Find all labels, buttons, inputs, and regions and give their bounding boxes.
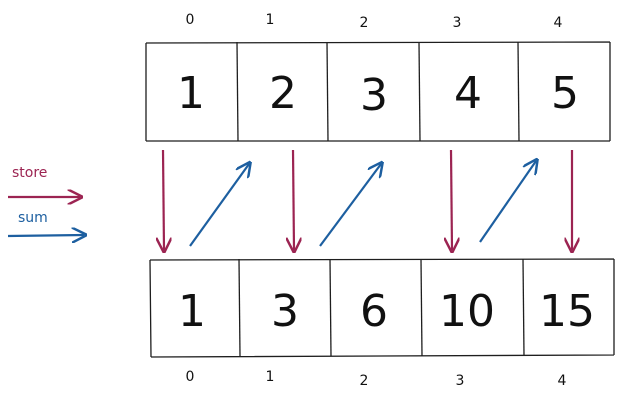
bottom-index-3: 3 <box>456 373 465 389</box>
bottom-cell-3: 10 <box>439 286 495 337</box>
bottom-index-labels: 0 1 2 3 4 <box>186 369 567 389</box>
sum-arrow-0 <box>189 164 249 247</box>
top-index-1: 1 <box>266 12 275 28</box>
legend: store sum <box>7 165 84 236</box>
top-cell-1: 2 <box>269 68 297 119</box>
bottom-cell-1: 3 <box>271 286 299 337</box>
bottom-index-2: 2 <box>360 373 369 389</box>
top-index-4: 4 <box>554 15 563 31</box>
store-arrow-2 <box>451 149 452 250</box>
top-index-labels: 0 1 2 3 4 <box>186 12 563 31</box>
bottom-index-4: 4 <box>558 373 567 389</box>
store-arrow-1 <box>293 149 294 250</box>
top-index-2: 2 <box>360 15 369 31</box>
top-cell-2: 3 <box>360 70 388 121</box>
bottom-cell-2: 6 <box>360 286 388 337</box>
sum-arrows <box>189 161 536 247</box>
top-cell-4: 5 <box>551 68 579 119</box>
legend-sum-arrow <box>7 235 84 236</box>
store-arrows <box>163 149 572 250</box>
top-index-3: 3 <box>453 15 462 31</box>
top-cell-3: 4 <box>454 68 482 119</box>
top-index-0: 0 <box>186 12 195 28</box>
bottom-index-0: 0 <box>186 369 195 385</box>
sum-arrow-2 <box>479 161 536 243</box>
sum-arrow-1 <box>319 164 381 247</box>
top-cell-0: 1 <box>177 68 205 119</box>
legend-store-label: store <box>12 165 47 181</box>
bottom-cell-0: 1 <box>178 286 206 337</box>
store-arrow-0 <box>163 149 164 250</box>
bottom-array: 1 3 6 10 15 <box>149 258 615 358</box>
legend-sum-label: sum <box>18 210 48 226</box>
bottom-cell-4: 15 <box>539 286 595 337</box>
bottom-index-1: 1 <box>266 369 275 385</box>
top-array: 1 2 3 4 5 <box>145 41 611 142</box>
